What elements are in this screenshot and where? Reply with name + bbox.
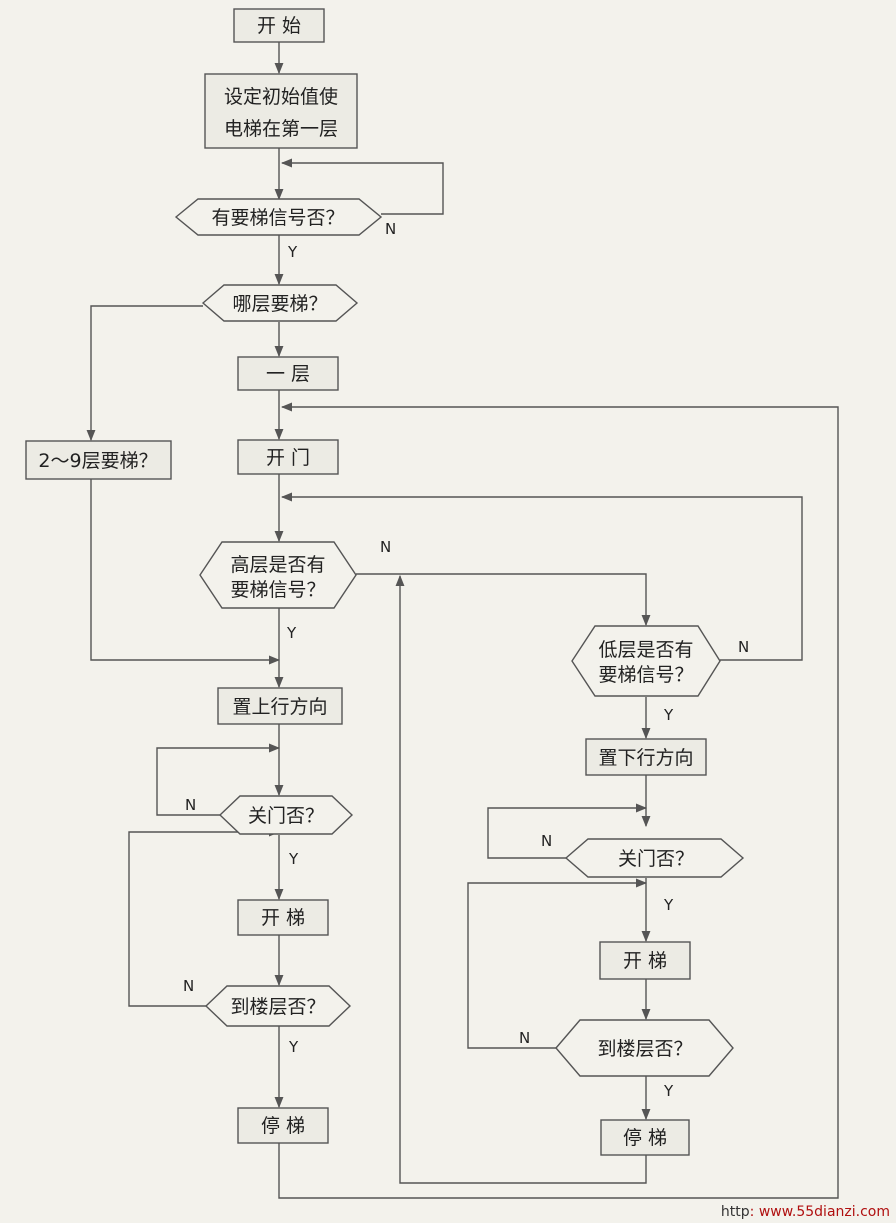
- label-no: N: [380, 538, 391, 556]
- door-closed-right-label: 关门否？: [618, 848, 694, 870]
- door-closed-right-decision: 关门否？: [564, 838, 745, 878]
- connectors: [86, 42, 839, 1199]
- branch-labels: N Y N Y N Y N Y N Y N Y N Y: [183, 220, 749, 1100]
- has-signal-label: 有要梯信号否？: [211, 207, 344, 229]
- watermark-site: www.55dianzi.com: [758, 1204, 890, 1220]
- start-lift-right-node: 开 梯: [599, 941, 691, 980]
- arrived-left-label: 到楼层否？: [230, 996, 325, 1018]
- edge-stop-right-return: [395, 574, 647, 1184]
- set-down-direction-node: 置下行方向: [585, 738, 707, 776]
- floor-1-node: 一 层: [237, 356, 339, 391]
- has-signal-decision: 有要梯信号否？: [174, 198, 383, 236]
- which-floor-decision: 哪层要梯？: [201, 284, 359, 322]
- higher-floor-label-line2: 要梯信号？: [230, 579, 325, 601]
- set-down-direction-label: 置下行方向: [598, 747, 693, 769]
- door-closed-left-label: 关门否？: [248, 805, 324, 827]
- label-yes: Y: [663, 896, 674, 914]
- label-yes: Y: [663, 1082, 674, 1100]
- arrived-right-decision: 到楼层否？: [555, 1019, 734, 1077]
- edge-arrived-left-no: [128, 827, 281, 1007]
- edge-doorclosed-right-no: [487, 803, 648, 859]
- lower-floor-decision: 低层是否有 要梯信号？: [571, 625, 721, 697]
- edge-arrived-right-no: [467, 878, 648, 1049]
- edge-signal-no-loop: [280, 158, 444, 215]
- floor-1-label: 一 层: [266, 363, 310, 385]
- start-lift-right-label: 开 梯: [623, 950, 667, 972]
- label-yes: Y: [288, 850, 299, 868]
- label-yes: Y: [288, 1038, 299, 1056]
- lower-floor-label-line1: 低层是否有: [598, 639, 693, 661]
- edge-stop-left-return: [278, 402, 839, 1199]
- edge-higher-lower-no: [356, 573, 651, 627]
- set-up-direction-label: 置上行方向: [232, 696, 327, 718]
- lower-floor-label-line2: 要梯信号？: [598, 664, 693, 686]
- set-up-direction-node: 置上行方向: [217, 687, 343, 725]
- edge-which-floors29: [86, 305, 203, 442]
- label-no: N: [185, 796, 196, 814]
- door-closed-left-decision: 关门否？: [218, 795, 354, 835]
- start-node: 开 始: [233, 8, 325, 43]
- label-no: N: [738, 638, 749, 656]
- label-no: N: [519, 1029, 530, 1047]
- edge-lower-no-loop: [280, 492, 803, 661]
- edge-floors29-setup: [90, 479, 281, 665]
- stop-lift-left-node: 停 梯: [237, 1107, 329, 1144]
- open-door-node: 开 门: [237, 439, 339, 475]
- init-node: 设定初始值使 电梯在第一层: [204, 73, 358, 149]
- label-no: N: [385, 220, 396, 238]
- arrived-left-decision: 到楼层否？: [204, 985, 352, 1027]
- label-no: N: [541, 832, 552, 850]
- floors-2-9-label: 2～9层要梯？: [38, 450, 157, 472]
- init-label-line2: 电梯在第一层: [224, 118, 338, 140]
- which-floor-label: 哪层要梯？: [232, 293, 327, 315]
- higher-floor-decision: 高层是否有 要梯信号？: [199, 541, 357, 609]
- arrived-right-label: 到楼层否？: [597, 1038, 692, 1060]
- stop-lift-right-label: 停 梯: [623, 1127, 667, 1149]
- floors-2-9-node: 2～9层要梯？: [25, 440, 172, 480]
- start-label: 开 始: [257, 15, 301, 37]
- open-door-label: 开 门: [266, 447, 310, 469]
- init-label-line1: 设定初始值使: [224, 86, 338, 108]
- label-no: N: [183, 977, 194, 995]
- label-yes: Y: [663, 706, 674, 724]
- start-lift-left-node: 开 梯: [237, 899, 329, 936]
- watermark-prefix: http: [720, 1204, 750, 1220]
- label-yes: Y: [287, 243, 298, 261]
- stop-lift-right-node: 停 梯: [600, 1119, 690, 1156]
- edge-doorclosed-left-no: [156, 743, 281, 816]
- start-lift-left-label: 开 梯: [261, 907, 305, 929]
- stop-lift-left-label: 停 梯: [261, 1115, 305, 1137]
- watermark: http: www.55dianzi.com: [720, 1204, 890, 1220]
- label-yes: Y: [286, 624, 297, 642]
- higher-floor-label-line1: 高层是否有: [230, 554, 325, 576]
